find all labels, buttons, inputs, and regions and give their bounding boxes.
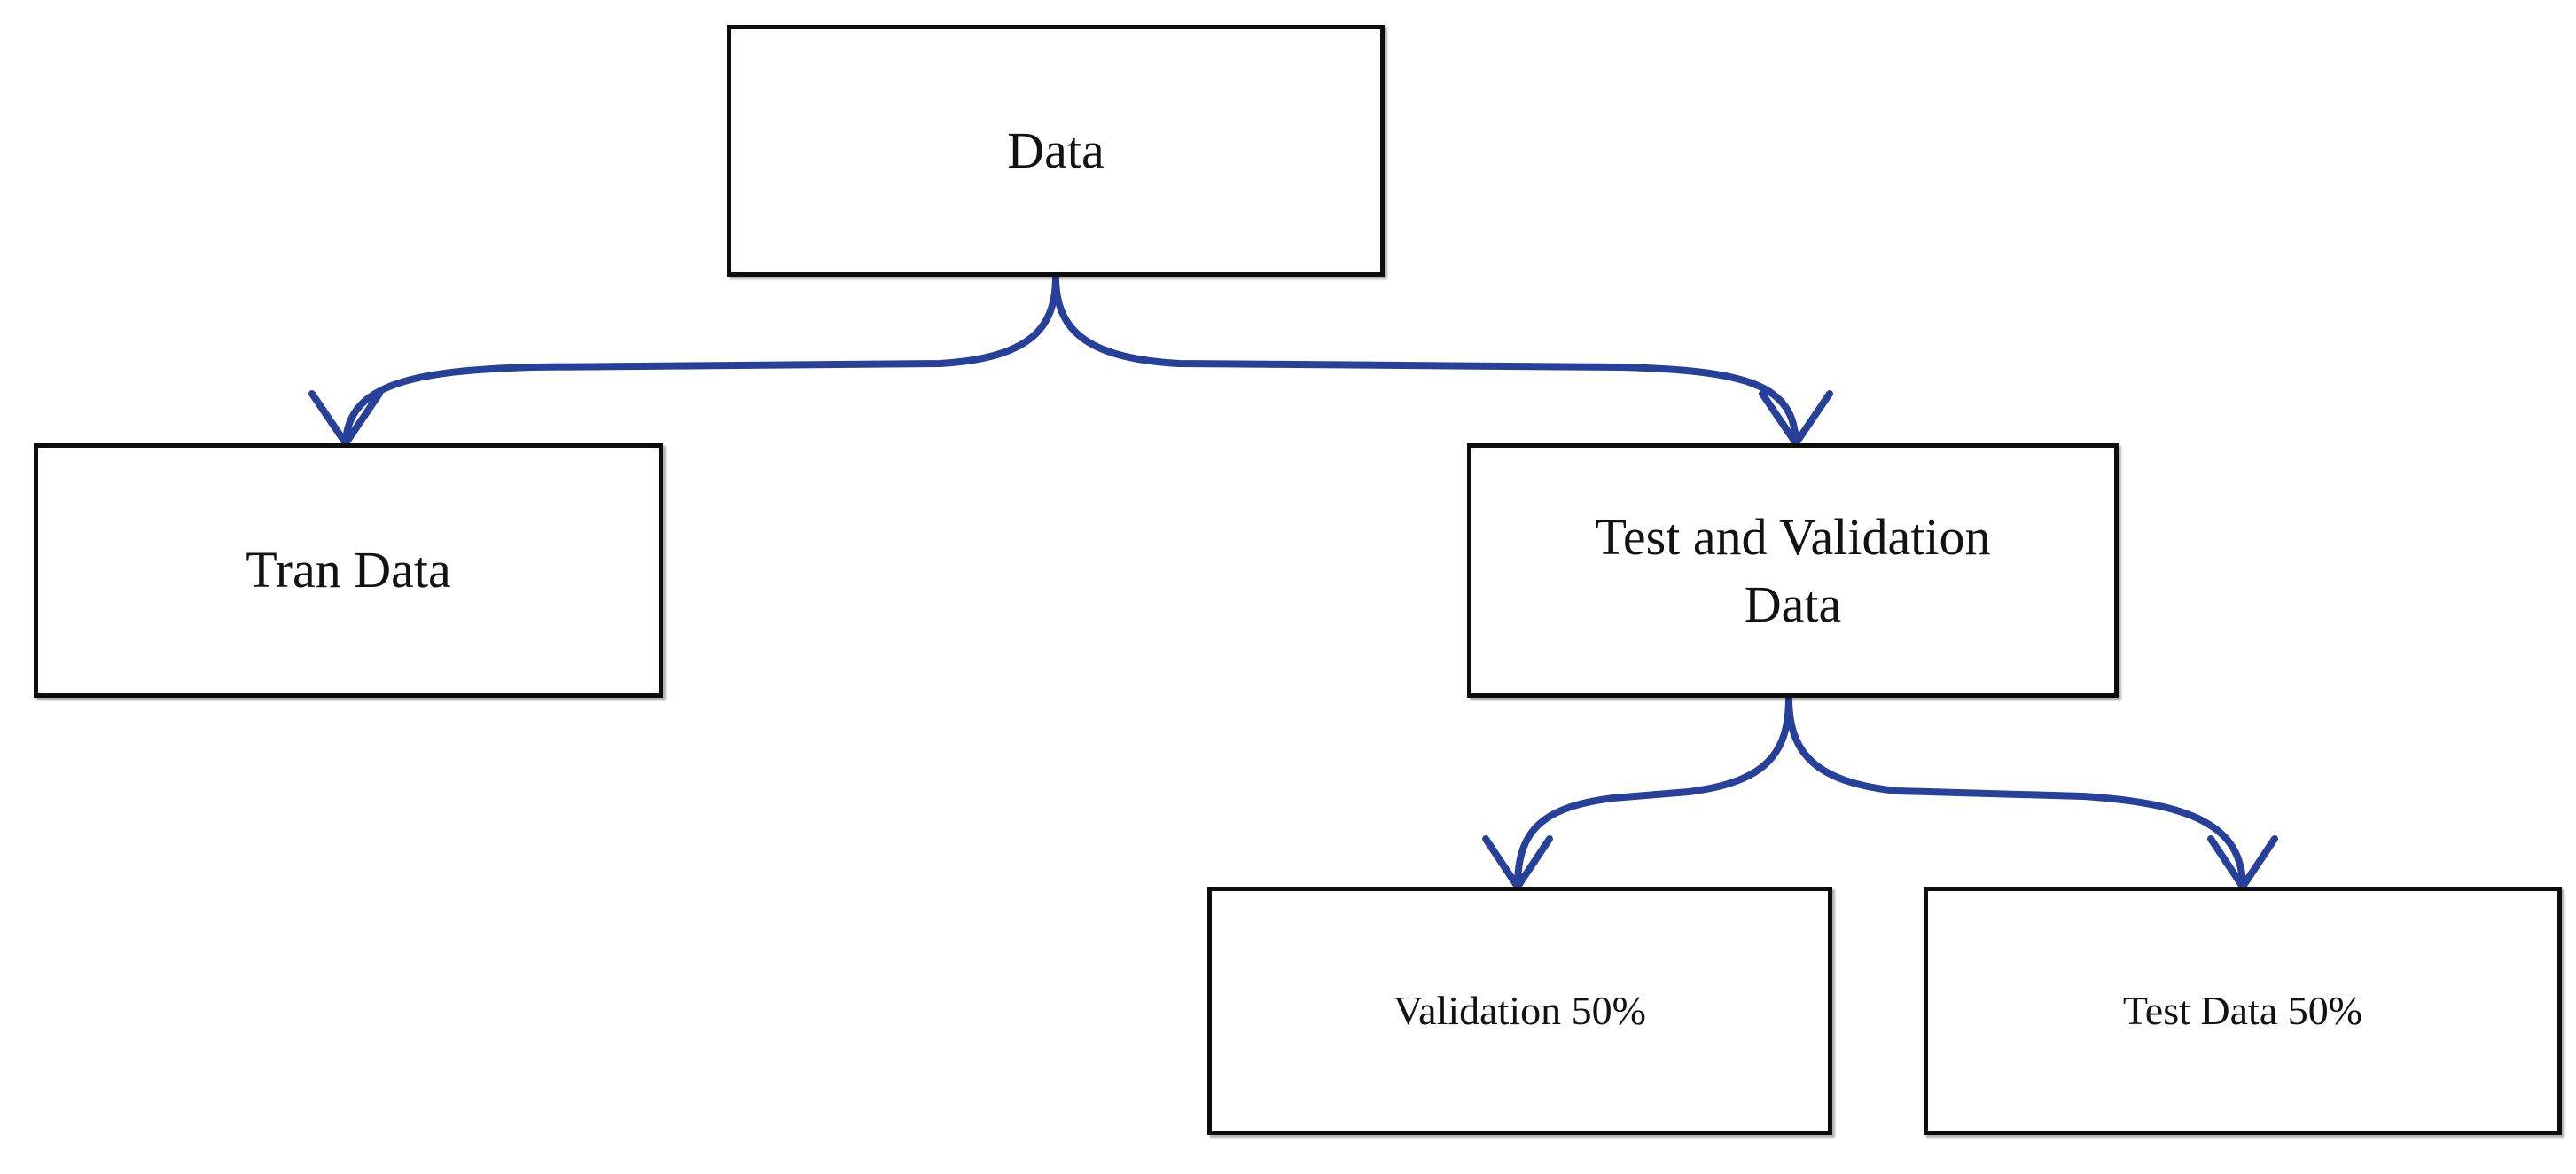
edge-data-to-train xyxy=(308,273,1059,447)
node-test-data-50-label: Test Data 50% xyxy=(2122,987,2363,1033)
node-data[interactable]: Data xyxy=(727,25,1385,277)
node-validation-50-label: Validation 50% xyxy=(1393,987,1646,1033)
node-test-data-50[interactable]: Test Data 50% xyxy=(1924,887,2562,1135)
node-validation-50[interactable]: Validation 50% xyxy=(1207,887,1832,1135)
node-test-and-validation-data[interactable]: Test and Validation Data xyxy=(1467,443,2119,698)
node-data-label: Data xyxy=(1007,121,1105,179)
edge-data-to-testval xyxy=(1052,273,1833,447)
edge-testval-to-test xyxy=(1785,694,2278,890)
node-test-and-validation-data-label: Test and Validation Data xyxy=(1595,508,1991,633)
node-train-data-label: Tran Data xyxy=(246,541,451,599)
node-train-data[interactable]: Tran Data xyxy=(34,443,663,698)
edge-testval-to-validation xyxy=(1482,694,1792,890)
